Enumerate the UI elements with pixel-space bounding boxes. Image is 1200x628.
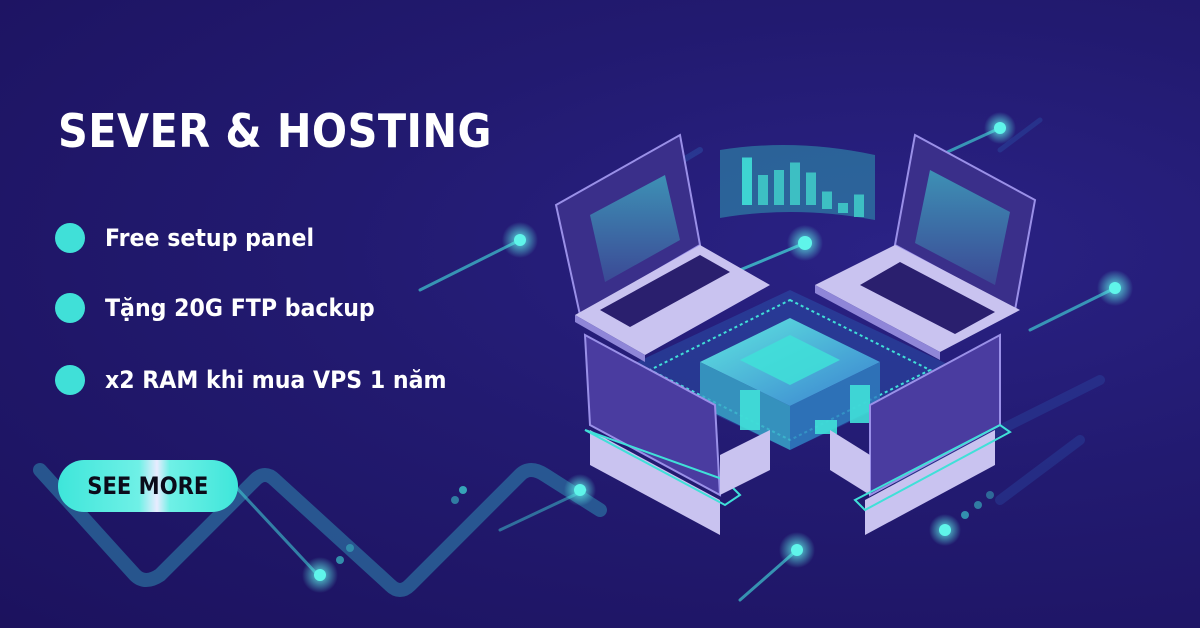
bullet-dot-icon bbox=[55, 223, 85, 253]
laptop-top-right bbox=[815, 133, 1037, 360]
feature-label: x2 RAM khi mua VPS 1 năm bbox=[105, 366, 447, 394]
laptop-bottom-right bbox=[830, 333, 1012, 535]
feature-item: x2 RAM khi mua VPS 1 năm bbox=[55, 365, 476, 395]
feature-item: Tặng 20G FTP backup bbox=[55, 293, 398, 323]
holo-chart-bar bbox=[742, 157, 752, 205]
holo-chart-bars bbox=[742, 157, 864, 217]
feature-label: Free setup panel bbox=[105, 224, 315, 252]
laptop-top-left bbox=[554, 133, 770, 362]
holo-chart-bar bbox=[774, 170, 784, 205]
holo-chart-bar bbox=[822, 191, 832, 209]
see-more-label: SEE MORE bbox=[87, 472, 209, 500]
circuit-nodes bbox=[302, 112, 1133, 593]
feature-item: Free setup panel bbox=[55, 223, 332, 253]
holo-chart bbox=[720, 145, 875, 220]
holo-chart-bar bbox=[806, 172, 816, 205]
bullet-dot-icon bbox=[55, 365, 85, 395]
laptop-bottom-left bbox=[583, 333, 770, 535]
feature-label: Tặng 20G FTP backup bbox=[105, 294, 375, 322]
see-more-button[interactable]: SEE MORE bbox=[58, 460, 238, 512]
bullet-dot-icon bbox=[55, 293, 85, 323]
banner-title: SEVER & HOSTING bbox=[58, 104, 492, 158]
holo-chart-bar bbox=[758, 175, 768, 205]
holo-chart-bar bbox=[854, 194, 864, 217]
holo-chart-bar bbox=[838, 203, 848, 213]
holo-chart-bar bbox=[790, 162, 800, 205]
